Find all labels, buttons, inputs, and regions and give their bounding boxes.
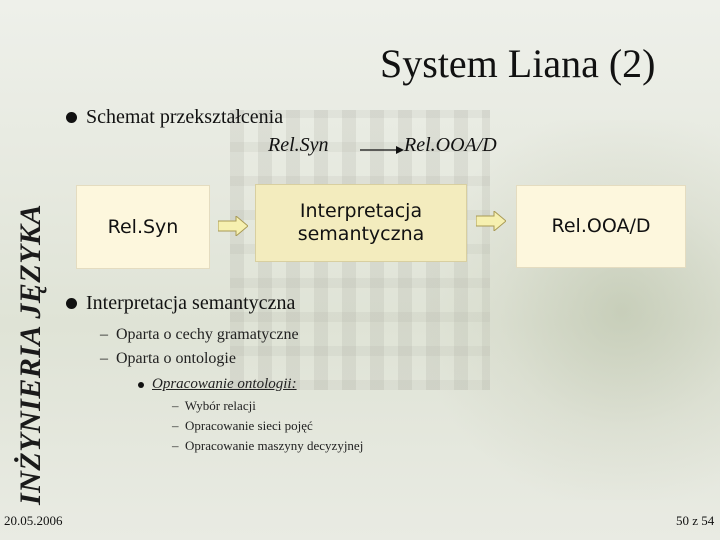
sub-item: – Oparta o ontologie (100, 350, 236, 367)
bullet-ontologia: Opracowanie ontologii: (138, 376, 297, 393)
box-relsyn: Rel.Syn (76, 185, 210, 269)
bullet-dot-icon (138, 381, 144, 388)
transform-from: Rel.Syn (268, 134, 329, 156)
ontology-item: – Opracowanie maszyny decyzyjnej (172, 438, 364, 453)
sub-item: – Oparta o cechy gramatyczne (100, 326, 299, 343)
block-arrow-icon (476, 211, 506, 231)
box-interpretacja: Interpretacja semantyczna (255, 184, 467, 262)
page-number: 50 z 54 (676, 513, 715, 528)
footer-date: 20.05.2006 (4, 513, 63, 528)
transform-to: Rel.OOA/D (404, 134, 497, 156)
bullet-interpretacja: Interpretacja semantyczna (66, 292, 295, 315)
background-tree (430, 120, 720, 500)
sidebar-title: INŻYNIERIA JĘZYKA (14, 203, 47, 505)
bullet-schema: Schemat przekształcenia (66, 106, 283, 129)
ontology-label: Opracowanie ontologii: (152, 376, 297, 392)
bullet-dot-icon (66, 112, 77, 123)
ontology-item: – Wybór relacji (172, 398, 256, 413)
slide-title: System Liana (2) (380, 41, 656, 86)
bullet-schema-text: Schemat przekształcenia (86, 106, 284, 128)
transform-arrow-icon (360, 146, 404, 154)
box-relooad: Rel.OOA/D (516, 185, 686, 268)
block-arrow-icon (218, 216, 248, 236)
bullet-interpretacja-text: Interpretacja semantyczna (86, 292, 296, 314)
bullet-dot-icon (66, 298, 77, 309)
ontology-item: – Opracowanie sieci pojęć (172, 418, 313, 433)
